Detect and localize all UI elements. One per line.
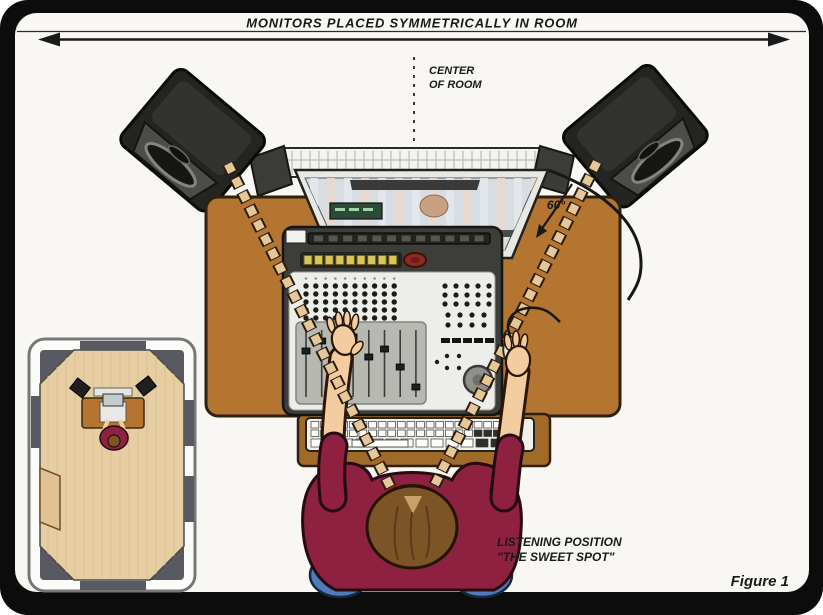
listener-head	[365, 484, 459, 570]
mini-right-speaker	[134, 375, 158, 397]
angle-arrowhead	[536, 224, 547, 238]
mini-listener-head	[107, 434, 121, 448]
listener-left-arm	[317, 345, 354, 513]
left-speaker-mount	[248, 144, 294, 198]
listener-right-hand	[503, 330, 532, 378]
spacebar-key	[351, 439, 409, 448]
mouse-cable	[506, 306, 561, 341]
listener-hair	[365, 484, 459, 570]
listening-position-label-line2: "THE SWEET SPOT"	[497, 550, 615, 564]
left-speaker-tweeter	[167, 145, 191, 165]
listener-left-hand	[326, 310, 364, 356]
console-display-strip	[307, 232, 491, 245]
monitor-screen-content	[310, 178, 537, 250]
room-floor	[39, 349, 185, 581]
led-buttons	[303, 255, 398, 265]
knob-grid	[303, 277, 397, 321]
speaker-cable	[547, 168, 643, 301]
left-monitor-speaker	[119, 68, 266, 213]
room-floor-grain	[47, 352, 175, 578]
acoustic-wall-panels	[31, 341, 194, 590]
console-logo-chip	[285, 229, 307, 244]
mini-left-speaker	[68, 377, 92, 399]
right-monitor-speaker	[562, 64, 709, 209]
center-of-room-label-line1: CENTER	[429, 65, 474, 77]
mini-monitor	[102, 393, 124, 407]
speaker-angle-label: 60°	[547, 198, 565, 212]
listener-right-arm	[489, 359, 531, 513]
speaker-angle-annotation: 60°	[536, 183, 573, 238]
transport-controls	[434, 283, 494, 371]
room-inset	[27, 337, 197, 593]
room-door	[39, 466, 61, 532]
mixing-console	[281, 225, 504, 417]
right-speaker-tweeter	[637, 141, 661, 161]
center-of-room-label-line2: OF ROOM	[429, 79, 482, 91]
room-width-arrow	[38, 32, 790, 47]
figure-caption: Figure 1	[731, 573, 789, 590]
listening-position-label-line1: LISTENING POSITION	[497, 535, 622, 549]
room-inset-mini-setup	[68, 375, 158, 451]
figure-title: MONITORS PLACED SYMMETRICALLY IN ROOM	[246, 16, 578, 31]
left-sound-path	[222, 161, 411, 519]
